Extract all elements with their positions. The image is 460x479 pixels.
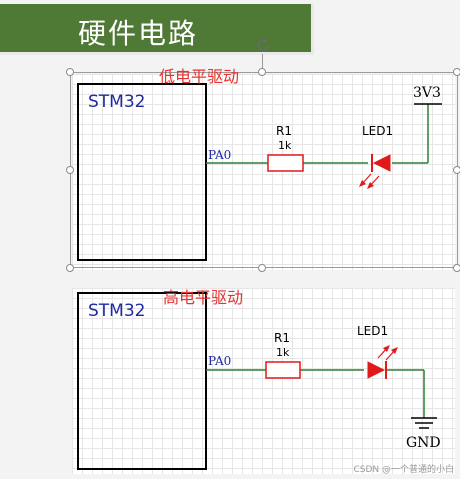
- resistor-ref: R1: [274, 331, 290, 345]
- page-title: 硬件电路: [78, 17, 199, 50]
- pin-label: PA0: [208, 148, 231, 162]
- resize-handle-top-left[interactable]: [66, 68, 74, 76]
- caption-high-drive: 高电平驱动: [163, 288, 244, 307]
- ground-label: GND: [406, 435, 441, 451]
- resize-handle-top-right[interactable]: [453, 68, 460, 76]
- schematic-high-drive-drawing: STM32 PA0 R1 1k LED1 GND: [77, 292, 441, 470]
- led-symbol: [359, 154, 391, 189]
- ground-symbol: [411, 417, 437, 429]
- mcu-block: [77, 83, 207, 261]
- title-banner: 硬件电路: [0, 4, 314, 55]
- resize-handle-left[interactable]: [66, 166, 74, 174]
- led-light-arrowhead: [367, 182, 374, 189]
- led-triangle: [372, 154, 391, 172]
- resistor-value: 1k: [278, 139, 292, 152]
- led-light-arrowhead: [391, 347, 398, 354]
- led-ref: LED1: [357, 324, 388, 338]
- resistor-symbol: [265, 361, 301, 379]
- resize-handle-bottom[interactable]: [258, 264, 266, 272]
- schematic-low-drive-drawing: STM32 PA0 R1 1k LED1 3V3: [77, 83, 442, 261]
- watermark: CSDN @一个普通的小白: [353, 465, 454, 475]
- supply-label: 3V3: [413, 85, 441, 101]
- caption-low-drive: 低电平驱动: [159, 67, 240, 86]
- resistor-ref: R1: [276, 124, 292, 138]
- resistor-value: 1k: [276, 346, 290, 359]
- pin-label: PA0: [208, 354, 231, 368]
- schematic-high-drive[interactable]: STM32 PA0 R1 1k LED1 GND: [72, 288, 455, 474]
- resize-handle-top[interactable]: [258, 68, 266, 76]
- led-symbol: [367, 345, 398, 379]
- resize-handle-bottom-right[interactable]: [453, 264, 460, 272]
- resize-handle-right[interactable]: [453, 166, 460, 174]
- resistor-symbol: [267, 154, 304, 172]
- led-ref: LED1: [362, 124, 393, 138]
- led-triangle: [367, 361, 386, 379]
- schematic-low-drive[interactable]: STM32 PA0 R1 1k LED1 3V3: [72, 74, 455, 270]
- mcu-label: STM32: [88, 301, 145, 321]
- mcu-label: STM32: [88, 92, 145, 112]
- rotation-handle-stem: [262, 54, 263, 72]
- led-light-arrowhead: [359, 180, 366, 187]
- resize-handle-bottom-left[interactable]: [66, 264, 74, 272]
- mcu-block: [77, 292, 207, 470]
- led-light-arrowhead: [383, 345, 390, 352]
